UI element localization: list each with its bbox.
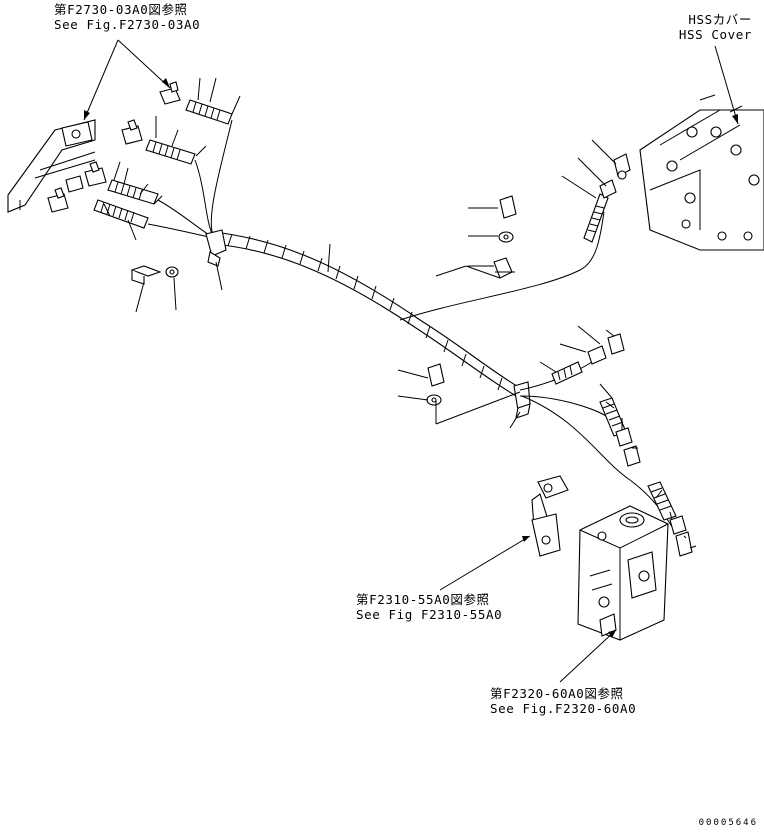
reference-label-jp: 第F2310-55A0図参照: [356, 592, 490, 607]
reference-label-f2310: 第F2310-55A0図参照 See Fig F2310-55A0: [356, 592, 502, 622]
reference-label-hss-cover: HSSカバー HSS Cover: [679, 12, 752, 42]
hss-cover-block: [639, 94, 764, 251]
leader-lines: [83, 39, 739, 683]
main-hose-bundle: [147, 119, 521, 397]
reference-label-f2320: 第F2320-60A0図参照 See Fig.F2320-60A0: [490, 686, 636, 716]
reference-label-jp: 第F2730-03A0図参照: [54, 2, 188, 17]
middle-junction: [426, 333, 641, 467]
left-bolt-washer: [130, 265, 179, 285]
control-valve-block: [577, 505, 669, 641]
drawing-id: 00005646: [698, 818, 758, 828]
reference-label-en: See Fig F2310-55A0: [356, 607, 503, 622]
reference-label-f2730: 第F2730-03A0図参照 See Fig.F2730-03A0: [54, 2, 200, 32]
reference-label-en: See Fig.F2320-60A0: [490, 701, 637, 716]
upper-right-branch: [399, 153, 631, 321]
left-fittings: [47, 81, 181, 213]
reference-label-jp: HSSカバー: [688, 12, 752, 27]
left-bracket-assembly: [7, 119, 96, 213]
left-hose-ends: [93, 99, 233, 229]
reference-label-en: HSS Cover: [678, 27, 752, 42]
reference-label-en: See Fig.F2730-03A0: [54, 17, 201, 32]
mounting-bracket: [531, 475, 569, 557]
reference-label-jp: 第F2320-60A0図参照: [490, 686, 624, 701]
lower-valve-hose: [521, 395, 693, 557]
